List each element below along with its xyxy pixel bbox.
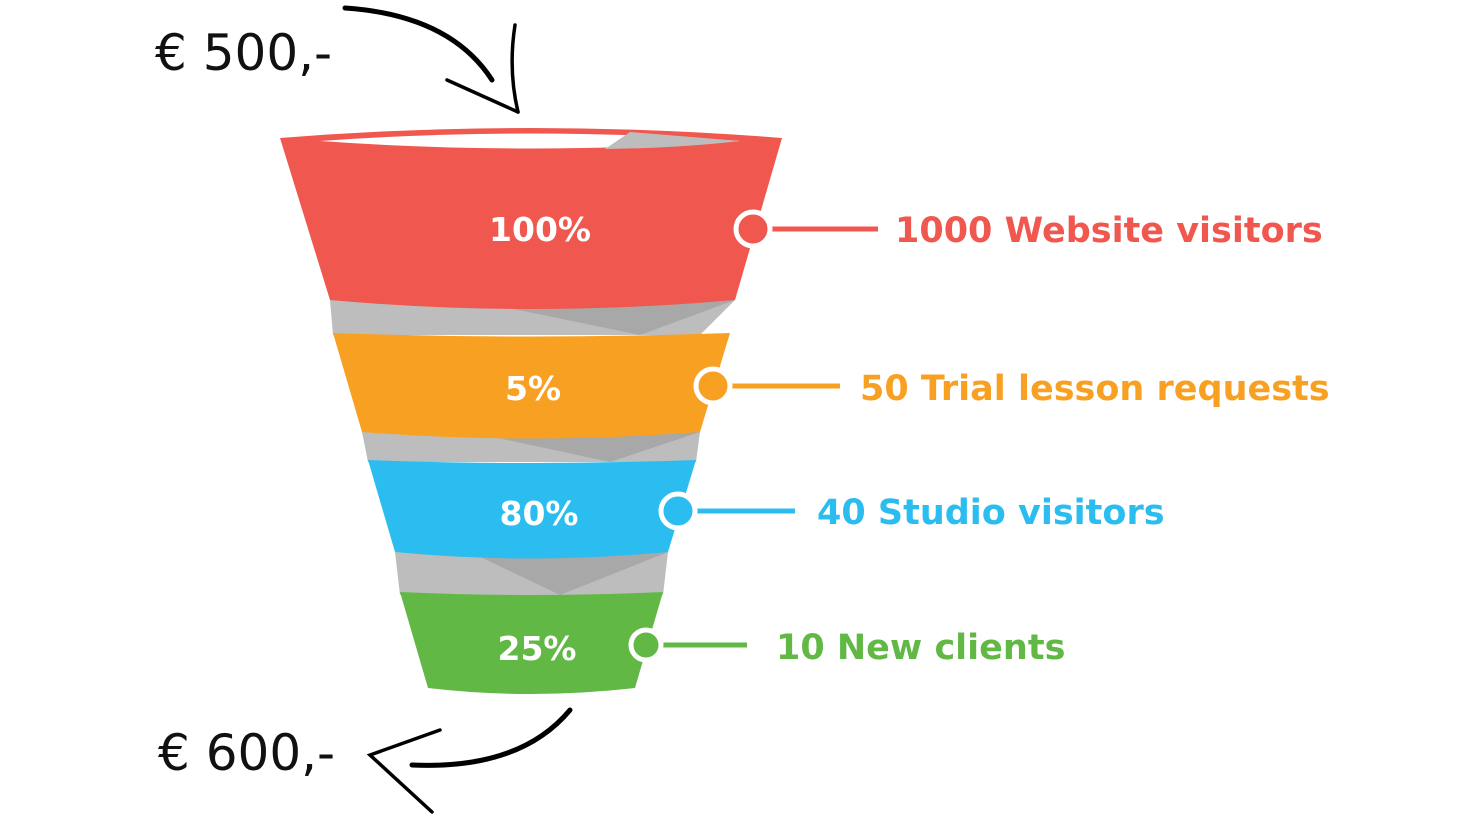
stage-percent: 80%: [500, 494, 579, 533]
stage-label: 50 Trial lesson requests: [860, 369, 1330, 409]
stage-label: 1000 Website visitors: [895, 211, 1323, 251]
budget-in-label: € 500,-: [155, 24, 332, 82]
stage-percent: 5%: [505, 369, 561, 408]
revenue-out-label: € 600,-: [158, 724, 335, 782]
stage-percent: 100%: [489, 210, 591, 249]
arrow-in-icon: [342, 5, 520, 114]
funnel-stage-4: 25%: [400, 592, 663, 694]
funnel-stage-2: 5%: [333, 333, 730, 439]
callout-3: 40 Studio visitors: [658, 491, 1165, 533]
funnel-stage-1: 100%: [280, 128, 782, 309]
callout-4: 10 New clients: [628, 627, 1065, 668]
stage-label: 40 Studio visitors: [817, 493, 1165, 533]
marker-dot-icon: [628, 627, 664, 663]
marker-dot-icon: [733, 209, 773, 249]
arrow-out-icon: [366, 707, 573, 814]
marker-dot-icon: [693, 366, 733, 406]
stage-percent: 25%: [498, 629, 577, 668]
callout-1: 1000 Website visitors: [733, 209, 1323, 251]
marker-dot-icon: [658, 491, 698, 531]
stage-label: 10 New clients: [776, 628, 1065, 668]
funnel-stage-3: 80%: [368, 460, 696, 559]
callout-2: 50 Trial lesson requests: [693, 366, 1330, 409]
